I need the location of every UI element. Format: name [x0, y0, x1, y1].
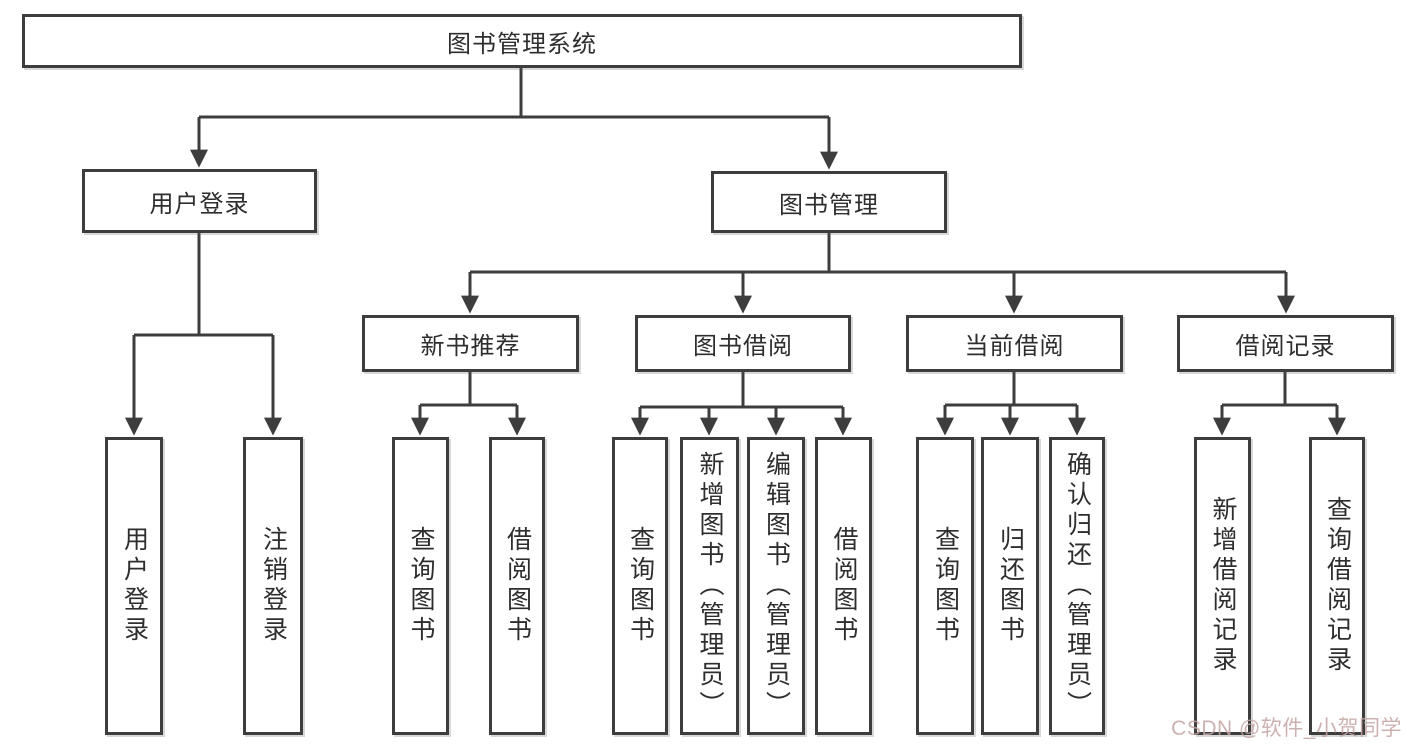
- leaf-user-login-label: 用户登录: [120, 526, 149, 646]
- leaf-return-book-label: 归还图书: [996, 526, 1025, 646]
- node-book-borrow: 图书借阅: [635, 315, 851, 372]
- connector-group: [125, 67, 1346, 436]
- leaf-confirm-return-label: 确认归还（管理员）: [1063, 451, 1092, 721]
- leaf-query-book-1: 查询图书: [392, 437, 449, 735]
- connector-new-book-rec-split: [420, 372, 517, 407]
- leaf-logout: 注销登录: [243, 437, 303, 735]
- node-borrow-record-label: 借阅记录: [1235, 333, 1336, 360]
- node-borrow-record: 借阅记录: [1177, 315, 1394, 372]
- leaf-borrow-book-2: 借阅图书: [815, 437, 872, 735]
- leaf-confirm-return: 确认归还（管理员）: [1049, 437, 1105, 735]
- connector-book-borrow-split: [640, 372, 843, 409]
- connector-book-mgmt-split: [470, 233, 1286, 274]
- leaf-logout-label: 注销登录: [259, 526, 288, 646]
- node-book-mgmt-label: 图书管理: [779, 191, 879, 219]
- leaf-add-record: 新增借阅记录: [1194, 437, 1251, 735]
- connector-borrow-record-split: [1222, 372, 1337, 407]
- leaf-add-book: 新增图书（管理员）: [680, 437, 739, 735]
- leaf-query-book-1-label: 查询图书: [407, 526, 435, 646]
- connector-root-split: [199, 67, 829, 119]
- csdn-watermark: CSDN @软件_小贺同学: [1171, 717, 1402, 740]
- leaf-query-record-label: 查询借阅记录: [1323, 496, 1352, 676]
- node-book-mgmt: 图书管理: [711, 171, 947, 233]
- node-new-book-rec: 新书推荐: [362, 315, 579, 372]
- leaf-borrow-book-2-label: 借阅图书: [830, 526, 858, 646]
- node-book-borrow-label: 图书借阅: [693, 333, 793, 360]
- leaf-return-book: 归还图书: [981, 437, 1039, 735]
- node-user-login-label: 用户登录: [149, 190, 250, 218]
- leaf-borrow-book-1-label: 借阅图书: [503, 526, 532, 646]
- leaf-edit-book-label: 编辑图书（管理员）: [762, 451, 791, 721]
- leaf-borrow-book-1: 借阅图书: [489, 437, 545, 735]
- connector-current-borrow-split: [945, 372, 1077, 407]
- leaf-add-book-label: 新增图书（管理员）: [696, 451, 724, 721]
- leaf-user-login: 用户登录: [105, 437, 163, 735]
- leaf-query-book-2: 查询图书: [612, 437, 668, 735]
- leaf-query-book-3: 查询图书: [916, 437, 974, 735]
- node-root-label: 图书管理系统: [447, 30, 597, 58]
- node-current-borrow-label: 当前借阅: [964, 333, 1065, 360]
- node-new-book-rec-label: 新书推荐: [420, 333, 521, 360]
- connector-user-login-split: [134, 232, 273, 337]
- node-root: 图书管理系统: [22, 14, 1022, 68]
- leaf-query-book-2-label: 查询图书: [626, 526, 655, 646]
- leaf-edit-book: 编辑图书（管理员）: [747, 437, 805, 735]
- node-user-login: 用户登录: [82, 169, 317, 233]
- leaf-query-book-3-label: 查询图书: [931, 526, 960, 646]
- leaf-query-record: 查询借阅记录: [1309, 437, 1365, 735]
- node-current-borrow: 当前借阅: [906, 315, 1123, 372]
- leaf-add-record-label: 新增借阅记录: [1209, 496, 1237, 676]
